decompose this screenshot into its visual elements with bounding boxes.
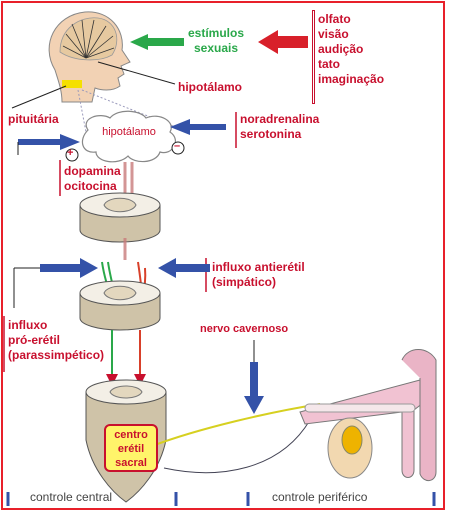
minus-text: – bbox=[174, 140, 181, 152]
penis-illustration bbox=[299, 349, 437, 481]
sacral-erectile-center: centro erétil sacral bbox=[104, 424, 158, 472]
excitatory-neurotransmitters: dopamina ocitocina bbox=[64, 164, 121, 193]
plus-sign bbox=[65, 148, 79, 162]
hypothalamus-pointer bbox=[97, 61, 176, 85]
cavernous-nerve bbox=[151, 403, 321, 447]
spinal-segment-middle bbox=[79, 280, 161, 331]
hypothalamus-label: hipotálamo bbox=[178, 80, 243, 94]
blue-arrow-sympathetic bbox=[158, 258, 210, 278]
senses-list: olfato visão audição tato imaginação bbox=[318, 12, 385, 86]
plus-text: + bbox=[67, 147, 74, 159]
central-control-label: controle central bbox=[30, 490, 113, 504]
hypothalamus-cloud-label: hipotálamo bbox=[102, 126, 156, 138]
head-illustration bbox=[48, 11, 131, 103]
spinal-segment-upper bbox=[79, 192, 161, 243]
minus-sign bbox=[171, 141, 185, 155]
stimuli-label: estímulos sexuais bbox=[188, 26, 245, 55]
senses-bracket bbox=[312, 10, 315, 104]
red-arrow bbox=[258, 30, 308, 54]
blue-arrow-parasympathetic bbox=[40, 258, 98, 278]
diagram-frame bbox=[1, 1, 445, 510]
cavernous-nerve-label: nervo cavernoso bbox=[200, 323, 289, 335]
blue-arrow-inhibitory bbox=[170, 119, 226, 135]
peripheral-control-label: controle periférico bbox=[272, 490, 368, 504]
antierectile-label: influxo antierétil (simpático) bbox=[212, 260, 305, 289]
pituitary-pointer bbox=[11, 85, 67, 109]
proerectile-label: influxo pró-erétil (parassimpético) bbox=[8, 318, 105, 362]
blue-arrow-excitatory bbox=[18, 134, 80, 150]
bottom-scale bbox=[6, 492, 436, 506]
pituitary-label: pituitária bbox=[8, 112, 59, 126]
green-arrow bbox=[130, 34, 184, 50]
blue-arrow-cavernous bbox=[244, 362, 264, 414]
inhibitory-neurotransmitters: noradrenalina serotonina bbox=[240, 112, 320, 141]
